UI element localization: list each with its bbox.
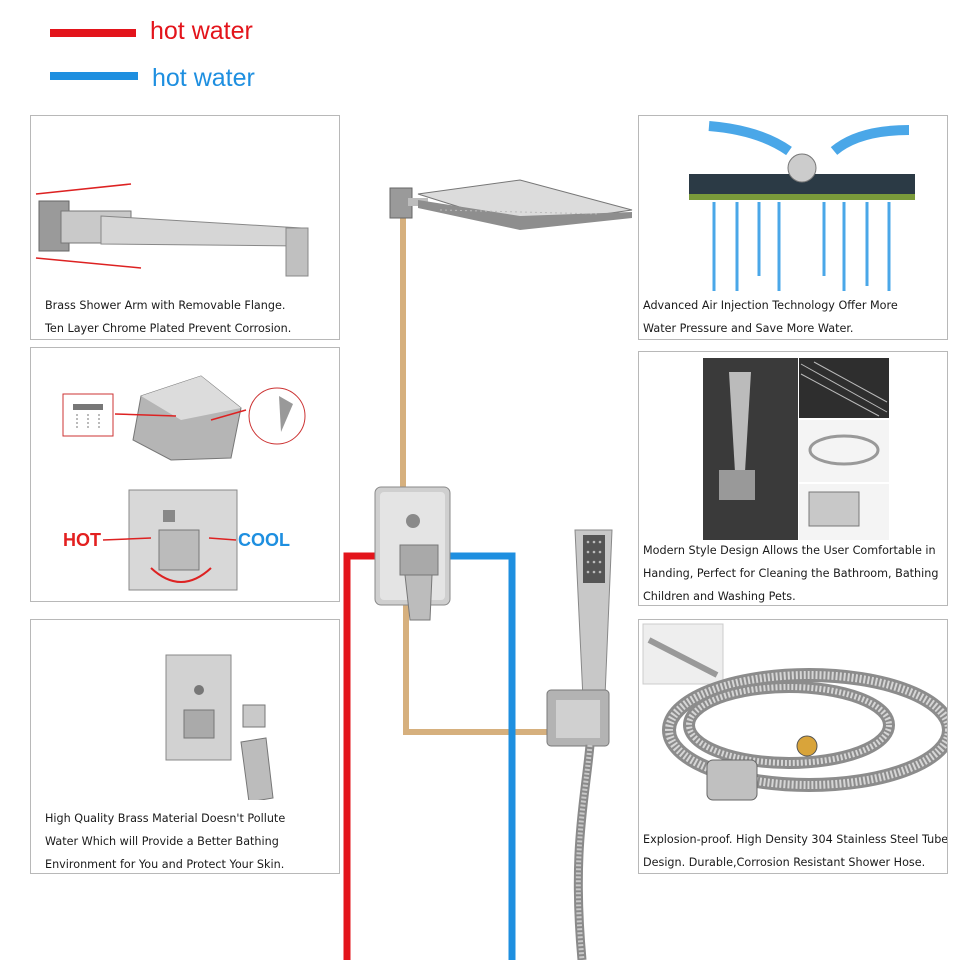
rain-shower-head-icon [389, 179, 633, 230]
caption-line: Explosion-proof. High Density 304 Stainl… [643, 833, 948, 846]
hot-legend-label: hot water [150, 17, 253, 45]
panel-hose: Explosion-proof. High Density 304 Stainl… [638, 619, 948, 874]
cold-legend-label: hot water [152, 64, 255, 92]
caption-line: Ten Layer Chrome Plated Prevent Corrosio… [45, 322, 292, 335]
hot-label: HOT [63, 530, 101, 550]
panel-brass-material: High Quality Brass Material Doesn't Poll… [30, 619, 340, 874]
panel-diverter: HOT COOL [30, 347, 340, 602]
valve-trim-kit-icon [165, 654, 274, 800]
caption-line: Handing, Perfect for Cleaning the Bathro… [643, 567, 939, 580]
caption-line: Advanced Air Injection Technology Offer … [643, 299, 898, 312]
hot-legend-swatch [50, 29, 136, 37]
caption-line: Brass Shower Arm with Removable Flange. [45, 299, 286, 312]
panel-modern-design: Modern Style Design Allows the User Comf… [638, 351, 948, 606]
caption-line: Children and Washing Pets. [643, 590, 796, 603]
mixer-valve-icon [374, 486, 451, 621]
cold-pipe [448, 552, 516, 960]
hand-shower-set-icon [703, 358, 889, 540]
panel-air-injection: Advanced Air Injection Technology Offer … [638, 115, 948, 340]
shower-arm-icon [35, 183, 309, 277]
caption-line: Water Which will Provide a Better Bathin… [45, 835, 279, 848]
panel-shower-arm: Brass Shower Arm with Removable Flange. … [30, 115, 340, 340]
shower-head-icon [62, 393, 114, 437]
cool-label: COOL [238, 530, 290, 550]
hand-shower-icon [546, 529, 613, 960]
air-injection-icon [689, 121, 915, 291]
mixed-pipe-bottom [403, 600, 548, 735]
hot-pipe [343, 552, 378, 960]
hand-shower-small-icon [248, 387, 306, 445]
caption-line: Design. Durable,Corrosion Resistant Show… [643, 856, 926, 869]
caption-line: Environment for You and Protect Your Ski… [45, 858, 285, 871]
cold-legend-swatch [50, 72, 138, 80]
shower-hose-icon [642, 623, 947, 801]
caption-line: Modern Style Design Allows the User Comf… [643, 544, 936, 557]
caption-line: Water Pressure and Save More Water. [643, 322, 854, 335]
diverter-valve-icon [62, 375, 306, 591]
caption-line: High Quality Brass Material Doesn't Poll… [45, 812, 286, 825]
